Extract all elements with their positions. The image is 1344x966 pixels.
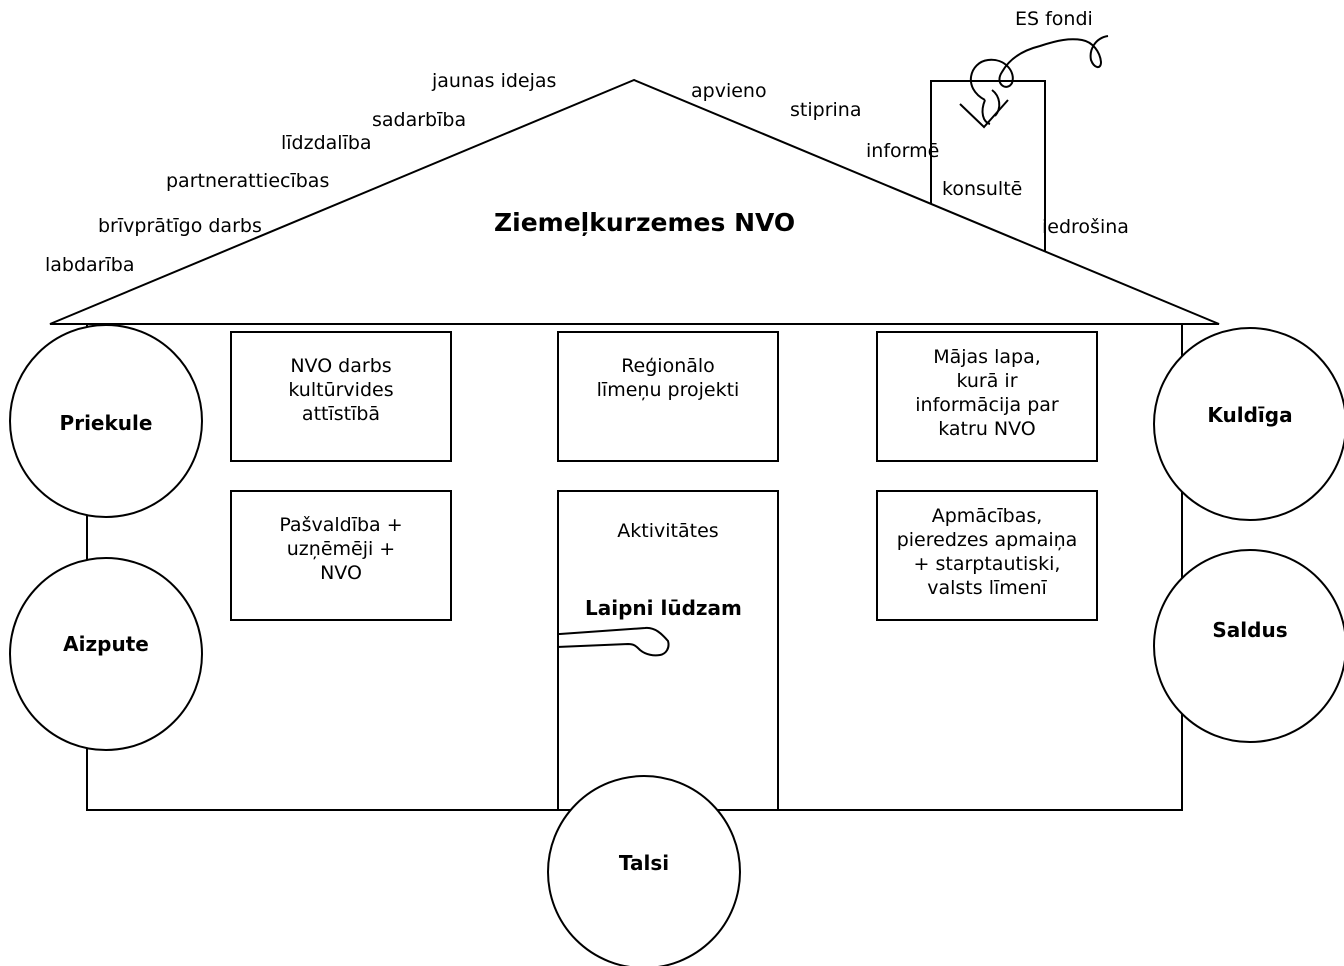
diagram-title: Ziemeļkurzemes NVO — [494, 208, 796, 237]
circle-label-kuldiga: Kuldīga — [1207, 403, 1293, 427]
circle-aizpute — [9, 557, 203, 751]
roof-word: iedrošina — [1042, 216, 1129, 238]
roof — [49, 78, 1220, 325]
roof-word: sadarbība — [372, 109, 467, 131]
box-partnership-text: Pašvaldība + uzņēmēji + NVO — [279, 514, 403, 584]
box-website-text: Mājas lapa, kurā ir informācija par katr… — [915, 346, 1059, 440]
box-culture — [230, 331, 452, 462]
door-label: Aktivitātes — [617, 520, 719, 542]
door-handle-icon — [556, 626, 670, 657]
circle-label-talsi: Talsi — [618, 851, 670, 875]
smoke-squiggle — [969, 35, 1109, 101]
roof-word: labdarība — [45, 254, 135, 276]
circle-priekule — [9, 324, 203, 518]
roof-word: stiprina — [790, 99, 862, 121]
roof-word: konsultē — [942, 178, 1023, 200]
chimney-label: ES fondi — [1015, 8, 1093, 30]
circle-label-priekule: Priekule — [59, 411, 153, 435]
box-regional — [557, 331, 779, 462]
roof-word: partnerattiecības — [166, 170, 330, 192]
box-training-text: Apmācības, pieredzes apmaiņa + starptaut… — [896, 505, 1078, 599]
welcome-text: Laipni lūdzam — [585, 596, 742, 620]
circle-kuldiga — [1153, 327, 1344, 521]
roof-word: informē — [866, 140, 940, 162]
circle-label-aizpute: Aizpute — [63, 632, 149, 656]
circle-saldus — [1153, 549, 1344, 743]
box-training — [876, 490, 1098, 621]
circle-talsi — [547, 775, 741, 966]
roof-word: apvieno — [691, 80, 767, 102]
box-culture-text: NVO darbs kultūrvides attīstībā — [288, 355, 394, 425]
roof-word: brīvprātīgo darbs — [98, 215, 262, 237]
down-arrow-icon — [959, 99, 1009, 129]
box-partnership — [230, 490, 452, 621]
circle-label-saldus: Saldus — [1212, 618, 1288, 642]
roof-word: līdzdalība — [281, 132, 372, 154]
box-website — [876, 331, 1098, 462]
box-regional-text: Reģionālo līmeņu projekti — [596, 355, 740, 401]
roof-word: jaunas idejas — [432, 70, 557, 92]
